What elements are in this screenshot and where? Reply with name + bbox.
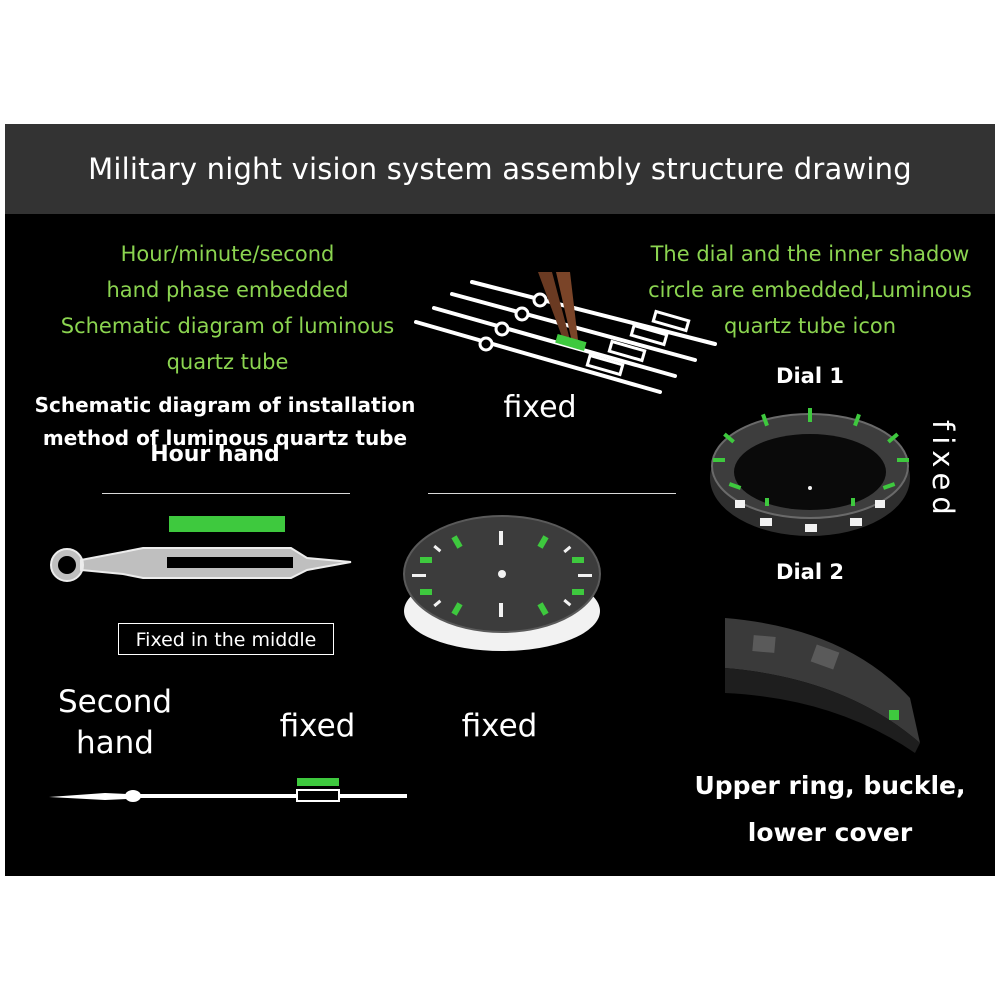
hands-caption-line: quartz tube — [166, 350, 289, 374]
second-hand-label-line: Second — [57, 684, 173, 720]
ring-caption: Upper ring, buckle, lower cover — [685, 762, 975, 856]
fixed-in-middle-label: Fixed in the middle — [135, 629, 317, 651]
fixed-label-top: fixed — [503, 390, 577, 425]
hands-caption: Hour/minute/second hand phase embedded S… — [45, 236, 410, 380]
ring-caption-line: Upper ring, buckle, — [694, 771, 966, 800]
install-caption-line: method of luminous quartz tube — [42, 426, 408, 450]
fixed-label-dial: fixed — [461, 708, 538, 744]
hour-hand-illustration — [49, 516, 352, 582]
dial-illustration — [403, 515, 601, 651]
luminous-tube — [297, 778, 339, 786]
dial-caption-line: circle are embedded,Luminous — [648, 278, 972, 302]
luminous-tube — [169, 516, 285, 532]
fixed-in-middle-box: Fixed in the middle — [118, 623, 334, 655]
ring-caption-line: lower cover — [747, 818, 913, 847]
hands-caption-line: Schematic diagram of luminous — [60, 314, 395, 338]
diagram-panel: Military night vision system assembly st… — [5, 124, 995, 876]
second-hand-illustration — [49, 778, 407, 802]
dial-caption: The dial and the inner shadow circle are… — [635, 236, 985, 344]
dial2-illustration — [725, 618, 920, 753]
dial1-illustration — [710, 408, 910, 536]
hands-tweezers-illustration — [414, 272, 717, 394]
dial1-label: Dial 1 — [776, 364, 844, 388]
dial-caption-line: The dial and the inner shadow — [650, 242, 970, 266]
fixed-label-vertical: fixed — [926, 420, 960, 521]
fixed-label-second: fixed — [279, 708, 356, 744]
hour-hand-label: Hour hand — [150, 442, 280, 467]
hands-caption-line: Hour/minute/second — [120, 242, 335, 266]
page-title: Military night vision system assembly st… — [88, 152, 912, 186]
title-bar: Military night vision system assembly st… — [5, 124, 995, 214]
install-caption-line: Schematic diagram of installation — [34, 393, 416, 417]
dial-caption-line: quartz tube icon — [723, 314, 897, 338]
divider-center — [428, 493, 676, 494]
hands-caption-line: hand phase embedded — [106, 278, 349, 302]
divider-left — [102, 493, 350, 494]
second-hand-label: Second hand — [45, 682, 185, 764]
dial2-label: Dial 2 — [776, 560, 844, 584]
install-caption: Schematic diagram of installation method… — [25, 389, 425, 455]
second-hand-label-line: hand — [76, 725, 154, 761]
